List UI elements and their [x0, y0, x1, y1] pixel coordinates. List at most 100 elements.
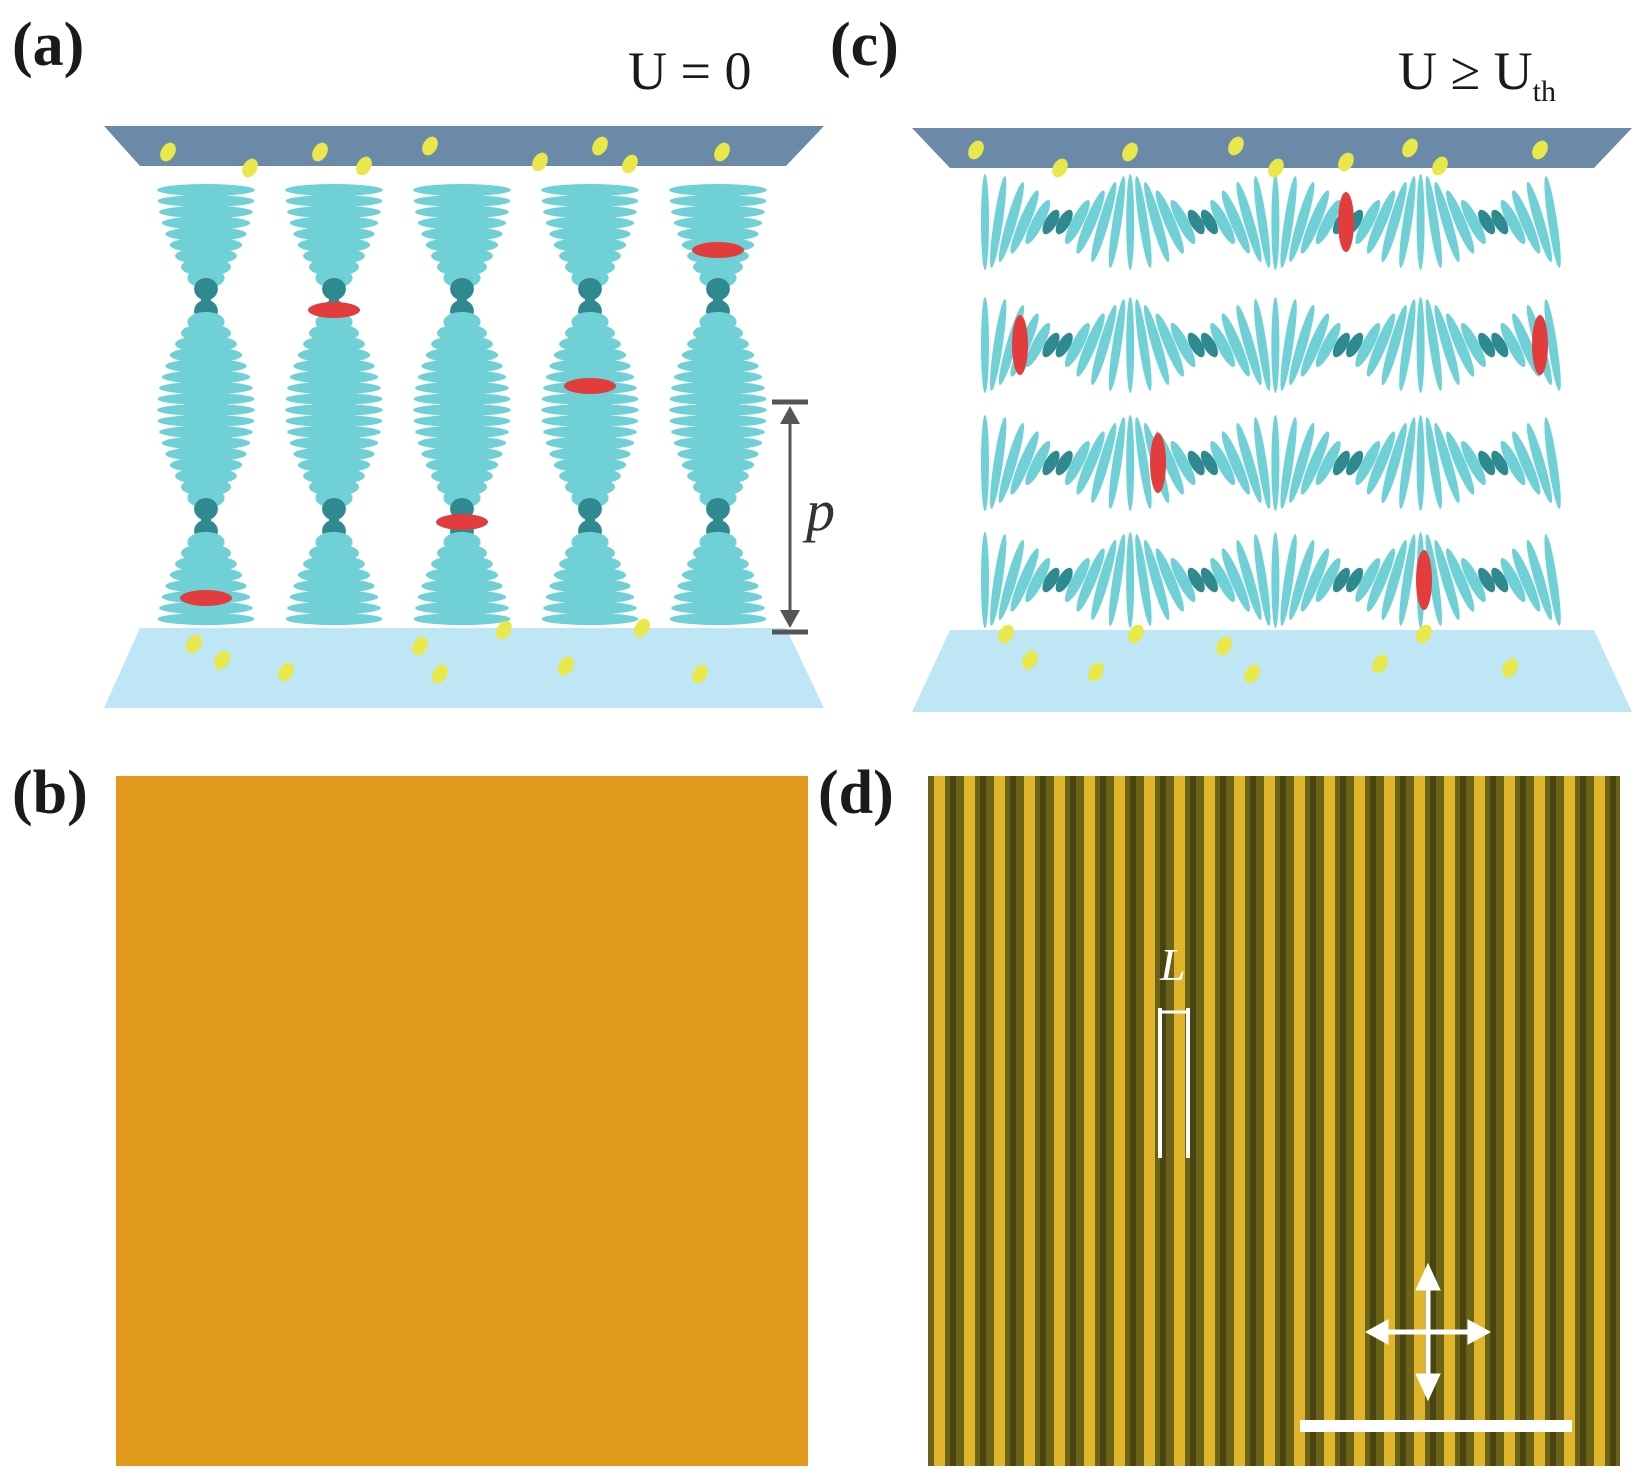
- lc-molecule: [1064, 557, 1090, 603]
- lc-molecule: [1381, 304, 1407, 386]
- lc-molecule: [1236, 304, 1262, 386]
- anchoring-molecule: [1338, 152, 1354, 172]
- anchoring-molecule: [968, 140, 984, 160]
- lc-molecule: [413, 194, 511, 208]
- lc-molecule: [1126, 174, 1135, 270]
- lc-molecule: [1076, 431, 1105, 495]
- lc-molecule: [1346, 450, 1364, 476]
- lc-molecule: [1512, 431, 1541, 495]
- lc-molecule: [549, 226, 631, 242]
- lc-molecule: [1254, 176, 1271, 268]
- lc-molecule: [545, 370, 635, 384]
- anchoring-molecule: [356, 156, 372, 176]
- micrograph-d: [928, 776, 1620, 1466]
- anchoring-molecule: [278, 662, 294, 682]
- anchoring-molecule: [1088, 662, 1104, 682]
- lc-molecule: [1416, 174, 1425, 270]
- lc-molecule: [1478, 209, 1496, 235]
- anchoring-molecule: [622, 154, 638, 174]
- lc-molecule: [1076, 313, 1105, 377]
- lc-molecule: [1108, 299, 1126, 391]
- dye-molecule: [1532, 315, 1548, 375]
- lc-molecule: [169, 237, 243, 253]
- lc-molecule: [1355, 557, 1381, 603]
- lc-molecule: [297, 457, 371, 473]
- lc-molecule: [1055, 450, 1073, 476]
- lc-molecule: [1434, 181, 1460, 263]
- lc-molecule: [549, 578, 631, 594]
- lc-molecule: [681, 347, 755, 363]
- lc-molecule: [413, 404, 511, 416]
- lc-molecule: [1478, 567, 1496, 593]
- lc-molecule: [681, 567, 755, 583]
- lc-molecule: [169, 567, 243, 583]
- scale-bar: [1300, 1420, 1572, 1432]
- lc-molecule: [1460, 440, 1486, 486]
- lc-molecule: [1210, 322, 1236, 368]
- lc-molecule: [1010, 431, 1039, 495]
- lc-molecule: [1500, 322, 1526, 368]
- bottom-glass-a: [104, 628, 824, 708]
- lc-molecule: [549, 446, 631, 462]
- bottom-glass-c: [912, 630, 1632, 712]
- lc-molecule: [1381, 181, 1407, 263]
- lc-molecule: [541, 184, 639, 196]
- dye-molecule: [1150, 433, 1166, 493]
- lc-molecule: [1135, 299, 1152, 391]
- lc-molecule: [1187, 450, 1205, 476]
- lc-molecule: [673, 590, 763, 604]
- lc-molecule: [681, 457, 755, 473]
- lc-molecule: [285, 392, 383, 406]
- lc-molecule: [677, 446, 759, 462]
- lc-molecule: [990, 417, 1007, 509]
- dye-molecule: [564, 378, 616, 394]
- lc-molecule: [990, 534, 1007, 626]
- lc-molecule: [1526, 422, 1553, 504]
- anchoring-molecule: [692, 664, 708, 684]
- lc-molecule: [1055, 209, 1073, 235]
- anchoring-molecule: [242, 158, 258, 178]
- lc-molecule: [998, 539, 1025, 621]
- lc-molecule: [1446, 313, 1475, 377]
- lc-molecule: [415, 601, 509, 615]
- lc-molecule: [157, 612, 255, 626]
- panel-label-c: (c): [830, 11, 899, 79]
- lc-molecule: [415, 205, 509, 219]
- anchoring-molecule: [1372, 654, 1388, 674]
- lc-molecule: [541, 612, 639, 626]
- lc-molecule: [165, 446, 247, 462]
- lc-molecule: [1076, 190, 1105, 254]
- lc-molecule: [1221, 313, 1250, 377]
- lc-molecule: [421, 226, 503, 242]
- anchoring-molecule: [1416, 624, 1432, 644]
- lc-molecule: [1280, 299, 1297, 391]
- lc-molecule: [1500, 199, 1526, 245]
- lc-molecule: [1143, 181, 1170, 263]
- lc-molecule: [1200, 567, 1218, 593]
- voltage-subscript: th: [1532, 74, 1556, 108]
- lc-molecule: [1315, 322, 1341, 368]
- lc-molecule: [1460, 199, 1486, 245]
- lc-molecule: [1143, 539, 1170, 621]
- lc-molecule: [1280, 417, 1297, 509]
- anchoring-molecule: [1216, 636, 1232, 656]
- lc-molecule: [1425, 176, 1442, 268]
- lc-molecule: [289, 436, 379, 450]
- lc-molecule: [289, 216, 379, 230]
- lc-molecule: [541, 194, 639, 208]
- anchoring-molecule: [1128, 624, 1144, 644]
- lc-molecule: [1221, 548, 1250, 612]
- lc-molecule: [1446, 548, 1475, 612]
- lc-molecule: [1300, 190, 1330, 254]
- lc-molecule: [413, 184, 511, 196]
- lc-molecule: [1366, 431, 1396, 495]
- lc-molecule: [159, 205, 253, 219]
- lc-molecule: [1280, 534, 1297, 626]
- lc-molecule: [671, 601, 765, 615]
- anchoring-molecule: [1122, 142, 1138, 162]
- lc-molecule: [1289, 422, 1315, 504]
- lc-molecule: [1010, 190, 1039, 254]
- lc-molecule: [553, 567, 627, 583]
- lc-molecule: [1064, 322, 1090, 368]
- lc-molecule: [1500, 557, 1526, 603]
